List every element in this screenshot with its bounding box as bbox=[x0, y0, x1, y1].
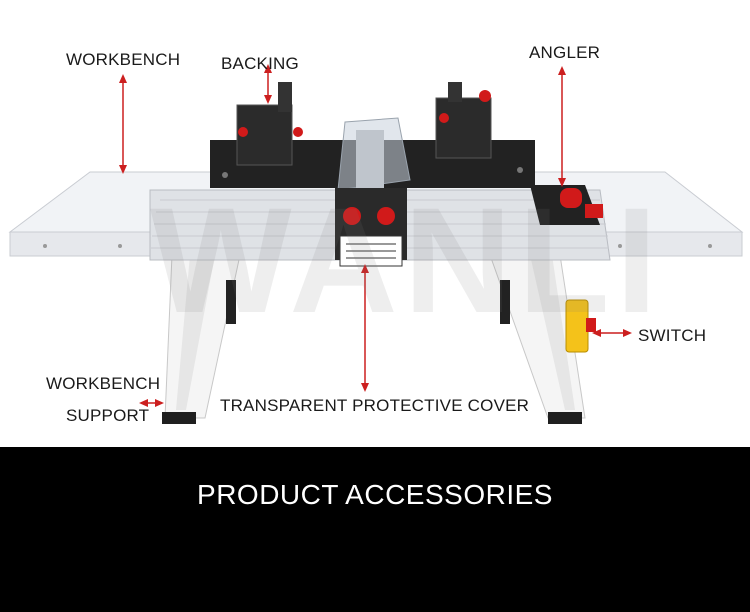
angler-miter-gauge bbox=[530, 185, 603, 225]
label-workbench: WORKBENCH bbox=[66, 50, 181, 69]
callout-arrows bbox=[119, 64, 632, 407]
transparent-protective-cover bbox=[335, 117, 411, 267]
workbench-support-legs bbox=[162, 254, 586, 424]
label-angler: ANGLER bbox=[529, 43, 601, 62]
label-backing: BACKING bbox=[221, 54, 299, 73]
label-switch: SWITCH bbox=[638, 326, 707, 345]
label-workbench-support-line2: SUPPORT bbox=[66, 406, 150, 425]
label-transparent-protective-cover: TRANSPARENT PROTECTIVE COVER bbox=[220, 396, 530, 415]
product-accessories-banner bbox=[0, 447, 750, 612]
power-switch-box bbox=[565, 299, 596, 353]
banner-title: PRODUCT ACCESSORIES bbox=[197, 479, 553, 510]
label-workbench-support-line1: WORKBENCH bbox=[46, 374, 161, 393]
